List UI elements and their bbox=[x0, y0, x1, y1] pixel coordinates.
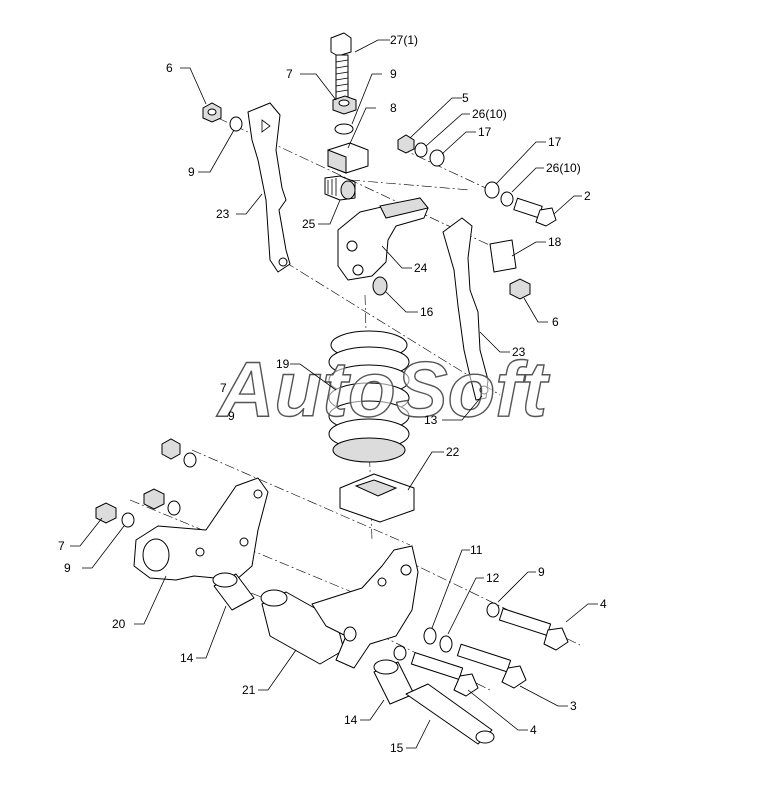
leader-lines bbox=[70, 39, 598, 749]
washer-12 bbox=[439, 635, 453, 653]
washer-11 bbox=[423, 627, 437, 645]
washer-9-low-a bbox=[121, 512, 135, 528]
callout-9-low: 9 bbox=[64, 561, 71, 575]
bolt-3 bbox=[456, 643, 527, 689]
nut-6-top bbox=[202, 102, 222, 123]
seat-22 bbox=[339, 473, 415, 523]
spacer-17-b bbox=[484, 181, 500, 199]
bracket-24 bbox=[337, 197, 429, 281]
spring-19 bbox=[328, 330, 410, 463]
callout-7-low: 7 bbox=[58, 539, 65, 553]
callout-9-mid: 9 bbox=[228, 409, 235, 423]
callout-11: 11 bbox=[470, 543, 483, 557]
stud-25 bbox=[324, 175, 356, 201]
callout-2: 2 bbox=[584, 189, 591, 203]
washer-9-lower bbox=[393, 645, 407, 661]
pin-15 bbox=[405, 683, 495, 745]
callout-15: 15 bbox=[390, 741, 404, 755]
callout-17-a: 17 bbox=[478, 125, 492, 139]
lever-23-left bbox=[247, 102, 291, 273]
washer-26-b bbox=[500, 191, 514, 207]
block-8 bbox=[327, 142, 369, 174]
callout-25: 25 bbox=[302, 217, 316, 231]
callout-3: 3 bbox=[570, 699, 577, 713]
nut-7-mid bbox=[161, 438, 181, 460]
washer-26-a bbox=[414, 142, 428, 158]
spacer-17-a bbox=[429, 149, 445, 167]
callout-4-right: 4 bbox=[600, 597, 607, 611]
nut-7-low-b bbox=[143, 488, 165, 510]
callout-7-mid: 7 bbox=[220, 381, 227, 395]
nut-7-low-a bbox=[95, 502, 117, 524]
callout-9-right: 9 bbox=[538, 565, 545, 579]
nut-5 bbox=[397, 134, 415, 154]
lever-23-right bbox=[442, 217, 489, 401]
bolt-2 bbox=[513, 197, 557, 227]
callout-9-top: 9 bbox=[390, 67, 397, 81]
arm-13-assembly bbox=[311, 545, 419, 669]
callout-8: 8 bbox=[390, 101, 397, 115]
callout-23-right: 23 bbox=[512, 345, 526, 359]
callout-4-bottom: 4 bbox=[530, 723, 537, 737]
callout-27-1: 27(1) bbox=[390, 33, 418, 47]
callout-18: 18 bbox=[548, 235, 562, 249]
plate-18 bbox=[489, 239, 517, 273]
callout-5: 5 bbox=[462, 91, 469, 105]
callout-12: 12 bbox=[486, 571, 500, 585]
callout-17-b: 17 bbox=[548, 135, 562, 149]
callout-6-top: 6 bbox=[166, 61, 173, 75]
callout-labels: 27(1) 6 7 9 9 8 5 26(10) 17 17 26(10) 2 … bbox=[58, 33, 607, 755]
bushing-16 bbox=[372, 276, 388, 296]
washer-9-left bbox=[229, 116, 243, 132]
bushing-14-left bbox=[212, 572, 255, 611]
callout-21: 21 bbox=[242, 683, 256, 697]
callout-14-left: 14 bbox=[180, 651, 194, 665]
callout-23-left: 23 bbox=[216, 207, 230, 221]
callout-16: 16 bbox=[420, 305, 434, 319]
callout-20: 20 bbox=[112, 617, 126, 631]
nut-7-top bbox=[332, 95, 357, 115]
washer-9-mid bbox=[183, 452, 197, 468]
autosoft-watermark: AutoSoft bbox=[216, 345, 550, 433]
washer-9-right bbox=[486, 602, 500, 618]
callout-7-top: 7 bbox=[286, 67, 293, 81]
washer-9-top bbox=[334, 123, 354, 135]
nut-6-right bbox=[509, 278, 531, 300]
callout-26-10-b: 26(10) bbox=[546, 161, 581, 175]
bushing-14-bottom bbox=[373, 659, 415, 705]
callout-22: 22 bbox=[446, 445, 460, 459]
callout-24: 24 bbox=[414, 261, 428, 275]
callout-14-bottom: 14 bbox=[344, 713, 358, 727]
callout-19: 19 bbox=[276, 357, 290, 371]
plate-20 bbox=[133, 477, 269, 581]
callout-9-left: 9 bbox=[188, 165, 195, 179]
callout-26-10-a: 26(10) bbox=[472, 107, 507, 121]
bolt-4-right bbox=[498, 608, 569, 651]
callout-6-right: 6 bbox=[552, 315, 559, 329]
bolt-27 bbox=[330, 32, 352, 101]
callout-13: 13 bbox=[424, 413, 438, 427]
washer-9-low-b bbox=[167, 500, 181, 516]
bolt-4-bottom bbox=[410, 652, 479, 697]
